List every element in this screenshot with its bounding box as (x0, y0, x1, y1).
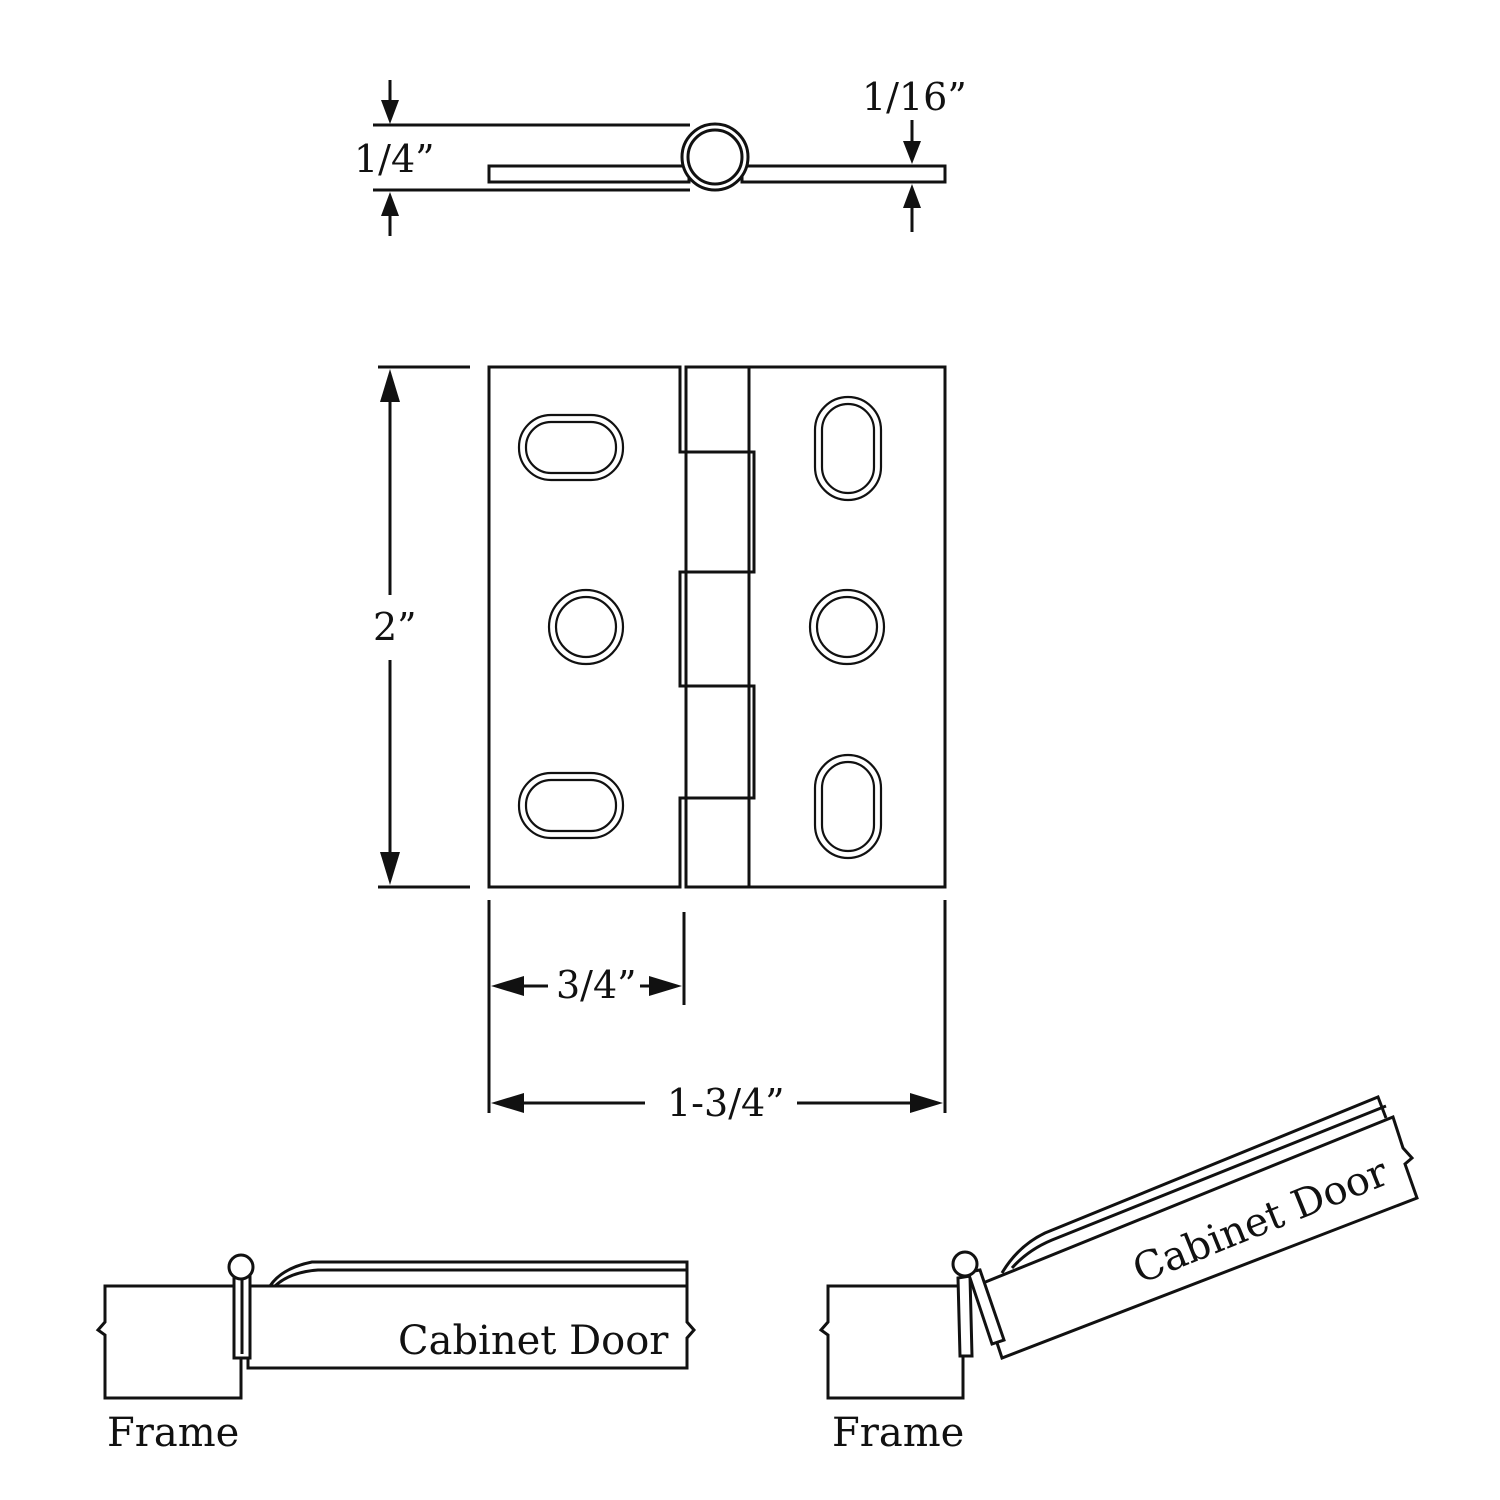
closed-cabinet-door (246, 1284, 696, 1370)
closed-hinge-leaf-outer (258, 1260, 689, 1288)
right-leaf (747, 365, 947, 889)
pin-diameter-label: 1/4” (354, 137, 435, 181)
left-slot-hole-bottom-inner (524, 778, 618, 833)
open-frame-label: Frame (832, 1410, 964, 1456)
height-label: 2” (373, 605, 417, 649)
closed-frame (95, 1284, 243, 1400)
open-hinge-pin (951, 1250, 979, 1278)
open-frame (818, 1284, 965, 1400)
open-hinge-frame-leaf (956, 1274, 974, 1358)
overall-width-label: 1-3/4” (667, 1081, 785, 1125)
leaf-width-arrow-left (491, 976, 524, 996)
left-round-hole (547, 588, 625, 666)
pin-dim-arrow-bottom (381, 192, 399, 216)
height-arrow-top (380, 369, 400, 402)
leaf-dim-arrow-top (903, 141, 921, 164)
right-slot-hole-top (813, 395, 883, 502)
closed-hinge-leaf-inner (273, 1268, 687, 1288)
left-leaf (487, 365, 688, 889)
leaf-width-label: 3/4” (556, 963, 637, 1007)
height-arrow-bottom (380, 852, 400, 885)
left-slot-hole-top-inner (524, 420, 618, 475)
pin-dim-arrow-top (381, 100, 399, 124)
left-leaf-profile (487, 164, 691, 184)
knuckle-strip (684, 365, 751, 889)
overall-width-arrow-left (491, 1093, 524, 1113)
open-hinge-leaf-outer (1000, 1095, 1388, 1274)
right-slot-hole-bottom (813, 753, 883, 860)
closed-door-label: Cabinet Door (398, 1318, 669, 1364)
right-leaf-profile (740, 164, 947, 184)
install-open-view: Cabinet Door Frame (818, 1095, 1419, 1456)
left-slot-hole-bottom (517, 771, 625, 840)
knuckle-segment-1 (686, 450, 756, 574)
closed-hinge-pin (227, 1253, 255, 1281)
front-view: 2” 3/4” 1-3/4” (373, 365, 947, 1125)
install-closed-view: Cabinet Door Frame (95, 1253, 696, 1456)
knuckle-segment-2 (686, 684, 756, 800)
closed-frame-label: Frame (107, 1410, 239, 1456)
left-round-hole-inner (554, 595, 618, 659)
right-slot-hole-bottom-inner (820, 760, 876, 853)
overall-width-arrow-right (910, 1093, 943, 1113)
leaf-width-arrow-right (649, 976, 682, 996)
left-slot-hole-top (517, 413, 625, 482)
right-round-hole-inner (815, 595, 879, 659)
leaf-thickness-label: 1/16” (862, 75, 967, 119)
right-round-hole (808, 588, 886, 666)
side-profile-view: 1/4” 1/16” (354, 75, 967, 236)
pin-knuckle-inner (686, 128, 744, 186)
leaf-dim-arrow-bottom (903, 184, 921, 208)
pin-knuckle-outer (680, 122, 750, 192)
right-slot-hole-top-inner (820, 402, 876, 495)
open-hinge-leaf-inner (1010, 1104, 1387, 1269)
open-cabinet-door (976, 1115, 1419, 1360)
